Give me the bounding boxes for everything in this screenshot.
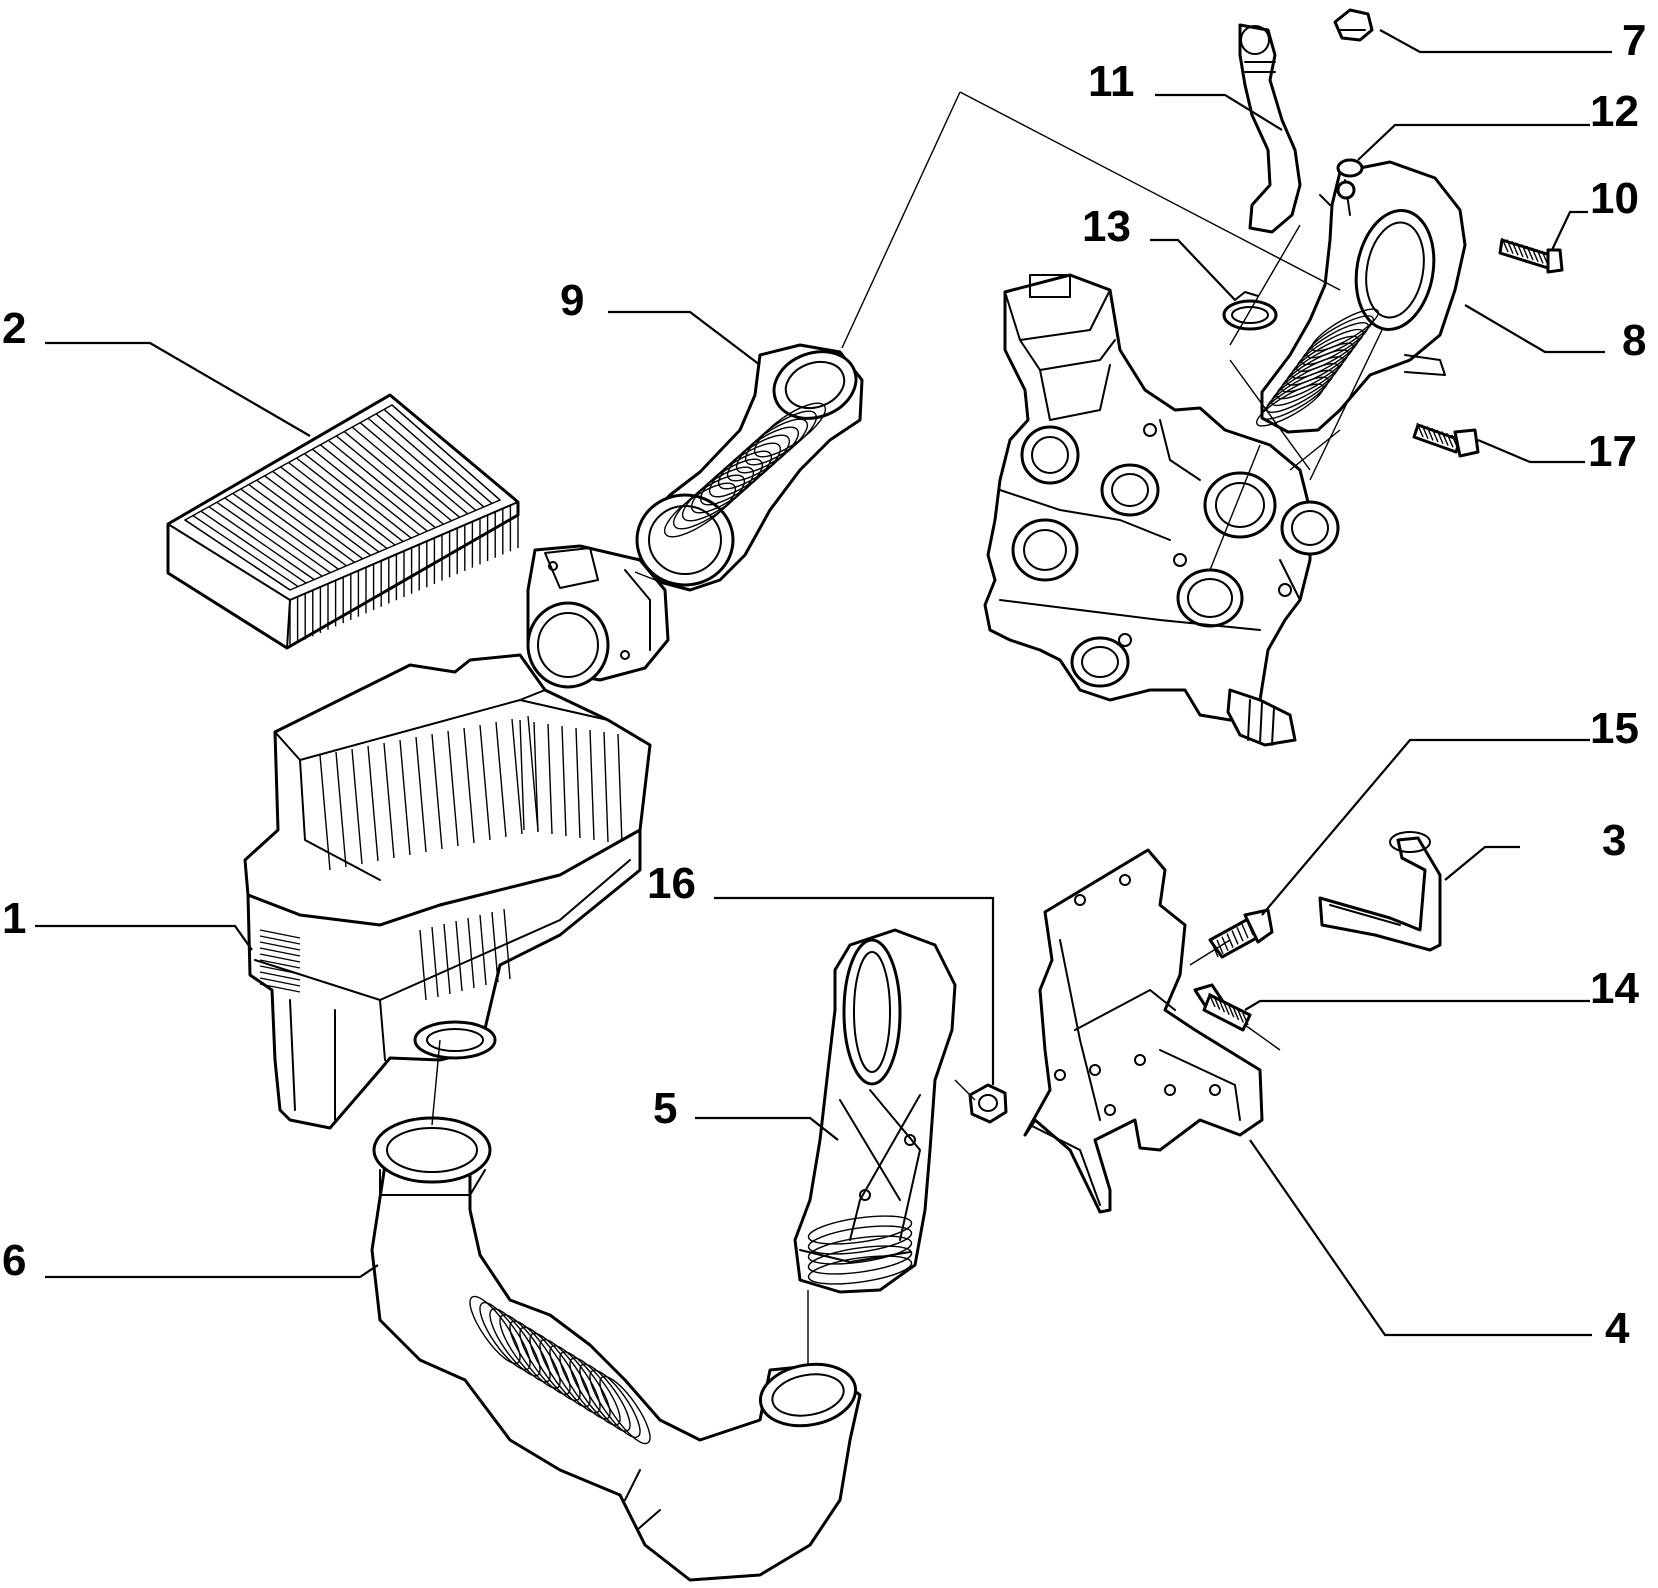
part-nut — [968, 1083, 1008, 1124]
part-breather-hose — [1238, 23, 1302, 234]
leader-3 — [1444, 845, 1520, 881]
part-turbo-inlet-elbow — [1256, 160, 1467, 434]
part-air-box-housing — [243, 653, 652, 1130]
part-airflow-meter — [526, 544, 670, 689]
leader-7 — [1379, 29, 1612, 54]
leader-6 — [45, 1264, 379, 1279]
leader-10 — [1551, 210, 1588, 251]
callout-4: 4 — [1605, 1304, 1630, 1353]
callout-16: 16 — [647, 859, 696, 908]
leader-15 — [1261, 738, 1590, 916]
callout-17: 17 — [1588, 427, 1637, 476]
part-screw-10 — [1498, 237, 1564, 274]
leader-8 — [1464, 304, 1605, 354]
callout-5: 5 — [653, 1084, 677, 1133]
leader-5 — [695, 1116, 839, 1141]
leader-16 — [714, 896, 995, 1085]
callout-8: 8 — [1622, 316, 1646, 365]
part-bolt-14 — [1193, 983, 1252, 1032]
part-hose-clamp — [1222, 291, 1278, 331]
part-bolt-15 — [1208, 908, 1274, 959]
leader-2 — [45, 341, 311, 437]
part-intake-hose-upper — [635, 343, 864, 592]
part-mounting-bracket — [1023, 848, 1264, 1214]
part-turbocharger-assembly — [983, 273, 1340, 747]
callout-3: 3 — [1602, 816, 1626, 865]
leader-11 — [1155, 93, 1283, 131]
part-o-ring — [1336, 158, 1364, 178]
callout-1: 1 — [2, 894, 26, 943]
callout-11: 11 — [1088, 57, 1135, 106]
part-screw-17 — [1412, 422, 1480, 458]
callout-10: 10 — [1590, 174, 1639, 223]
callout-13: 13 — [1082, 202, 1131, 251]
callout-15: 15 — [1590, 704, 1639, 753]
part-retaining-clip — [1318, 831, 1442, 952]
callout-12: 12 — [1590, 87, 1639, 136]
part-air-filter-element — [166, 393, 520, 650]
callout-leader-lines — [35, 29, 1612, 1337]
leader-14 — [1244, 999, 1590, 1011]
leader-1 — [35, 924, 253, 951]
callout-14: 14 — [1590, 964, 1639, 1013]
assembly-guide-lines — [431, 91, 1383, 1365]
part-spring-clip-7 — [1333, 8, 1374, 42]
leader-17 — [1477, 438, 1585, 464]
leader-12 — [1357, 123, 1590, 161]
callout-7: 7 — [1622, 16, 1646, 65]
callout-6: 6 — [2, 1236, 26, 1285]
leader-9 — [608, 310, 761, 366]
callout-labels: 1 2 3 4 5 6 7 8 9 10 11 12 13 14 15 16 1… — [2, 16, 1646, 1353]
callout-2: 2 — [2, 304, 26, 353]
leader-13 — [1150, 238, 1236, 301]
part-intake-duct-lower — [370, 1116, 862, 1582]
part-resonator-hose — [793, 928, 957, 1294]
leader-4 — [1249, 1139, 1592, 1337]
callout-9: 9 — [560, 276, 584, 325]
